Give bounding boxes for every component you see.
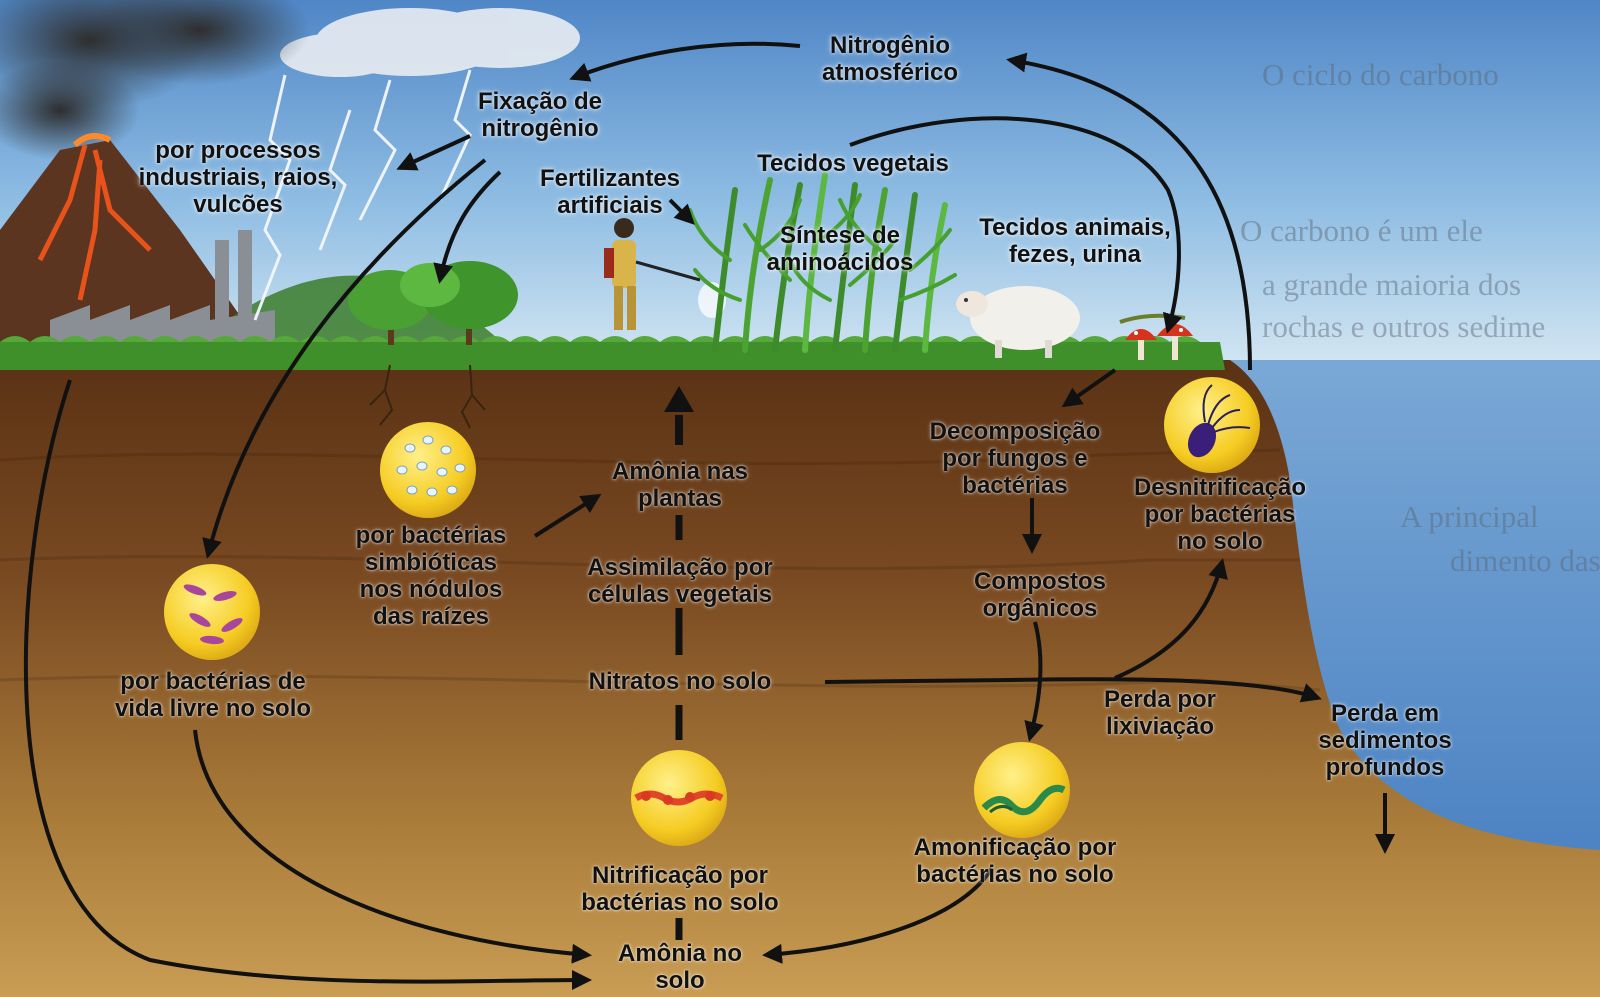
label-denitrification: Desnitrificação por bactérias no solo: [1110, 474, 1330, 555]
label-decomposition: Decomposição por fungos e bactérias: [915, 418, 1115, 499]
label-soil-nitrates: Nitratos no solo: [565, 668, 795, 695]
bacteria-circle-denitrification: [1164, 377, 1260, 473]
label-fertilizers: Fertilizantes artificiais: [520, 165, 700, 219]
background-text-line: O ciclo do carbono: [1262, 58, 1499, 92]
label-nitrification: Nitrificação por bactérias no solo: [555, 862, 805, 916]
label-amino-acid-synthesis: Síntese de aminoácidos: [750, 222, 930, 276]
bacteria-circle-symbiotic: [380, 422, 476, 518]
label-nitrogen-fixation: Fixação de nitrogênio: [450, 88, 630, 142]
background-text-line: a grande maioria dos: [1262, 268, 1521, 302]
bacteria-circle-nitrification: [631, 750, 727, 846]
label-animal-tissues: Tecidos animais, fezes, urina: [960, 214, 1190, 268]
label-atmospheric-nitrogen: Nitrogênio atmosférico: [790, 32, 990, 86]
label-soil-ammonia: Amônia no solo: [590, 940, 770, 994]
bacteria-circle-free-living: [164, 564, 260, 660]
label-assimilation: Assimilação por células vegetais: [570, 554, 790, 608]
label-organic-compounds: Compostos orgânicos: [940, 568, 1140, 622]
background-text-line: dimento das: [1450, 544, 1600, 578]
background-text-line: rochas e outros sedime: [1262, 310, 1545, 344]
label-industrial-processes: por processos industriais, raios, vulcõe…: [118, 137, 358, 218]
label-ammonification: Amonificação por bactérias no solo: [890, 834, 1140, 888]
background-text-line: O carbono é um ele: [1240, 214, 1483, 248]
label-leaching-loss: Perda por lixiviação: [1080, 686, 1240, 740]
label-ammonia-in-plants: Amônia nas plantas: [590, 458, 770, 512]
label-symbiotic-bacteria: por bactérias simbióticas nos nódulos da…: [336, 522, 526, 630]
background-text-line: A principal: [1400, 500, 1539, 534]
label-deep-sediment-loss: Perda em sedimentos profundos: [1295, 700, 1475, 781]
label-plant-tissues: Tecidos vegetais: [728, 150, 978, 177]
label-free-living-bacteria: por bactérias de vida livre no solo: [88, 668, 338, 722]
bacteria-circle-ammonification: [974, 742, 1070, 838]
